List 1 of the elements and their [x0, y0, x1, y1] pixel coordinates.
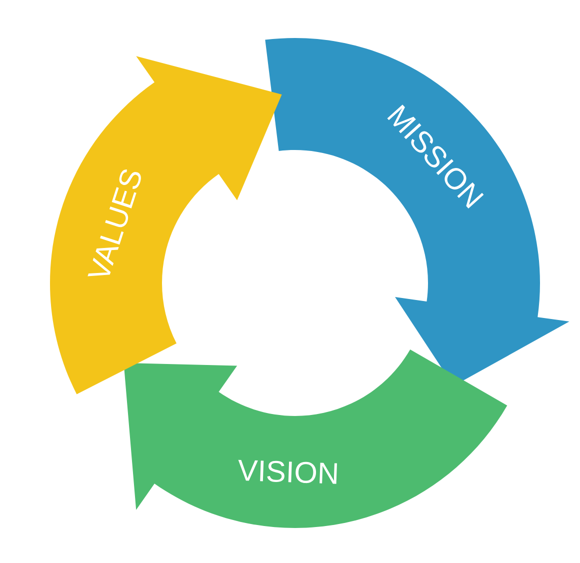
arrow-band: VISION [124, 349, 508, 528]
